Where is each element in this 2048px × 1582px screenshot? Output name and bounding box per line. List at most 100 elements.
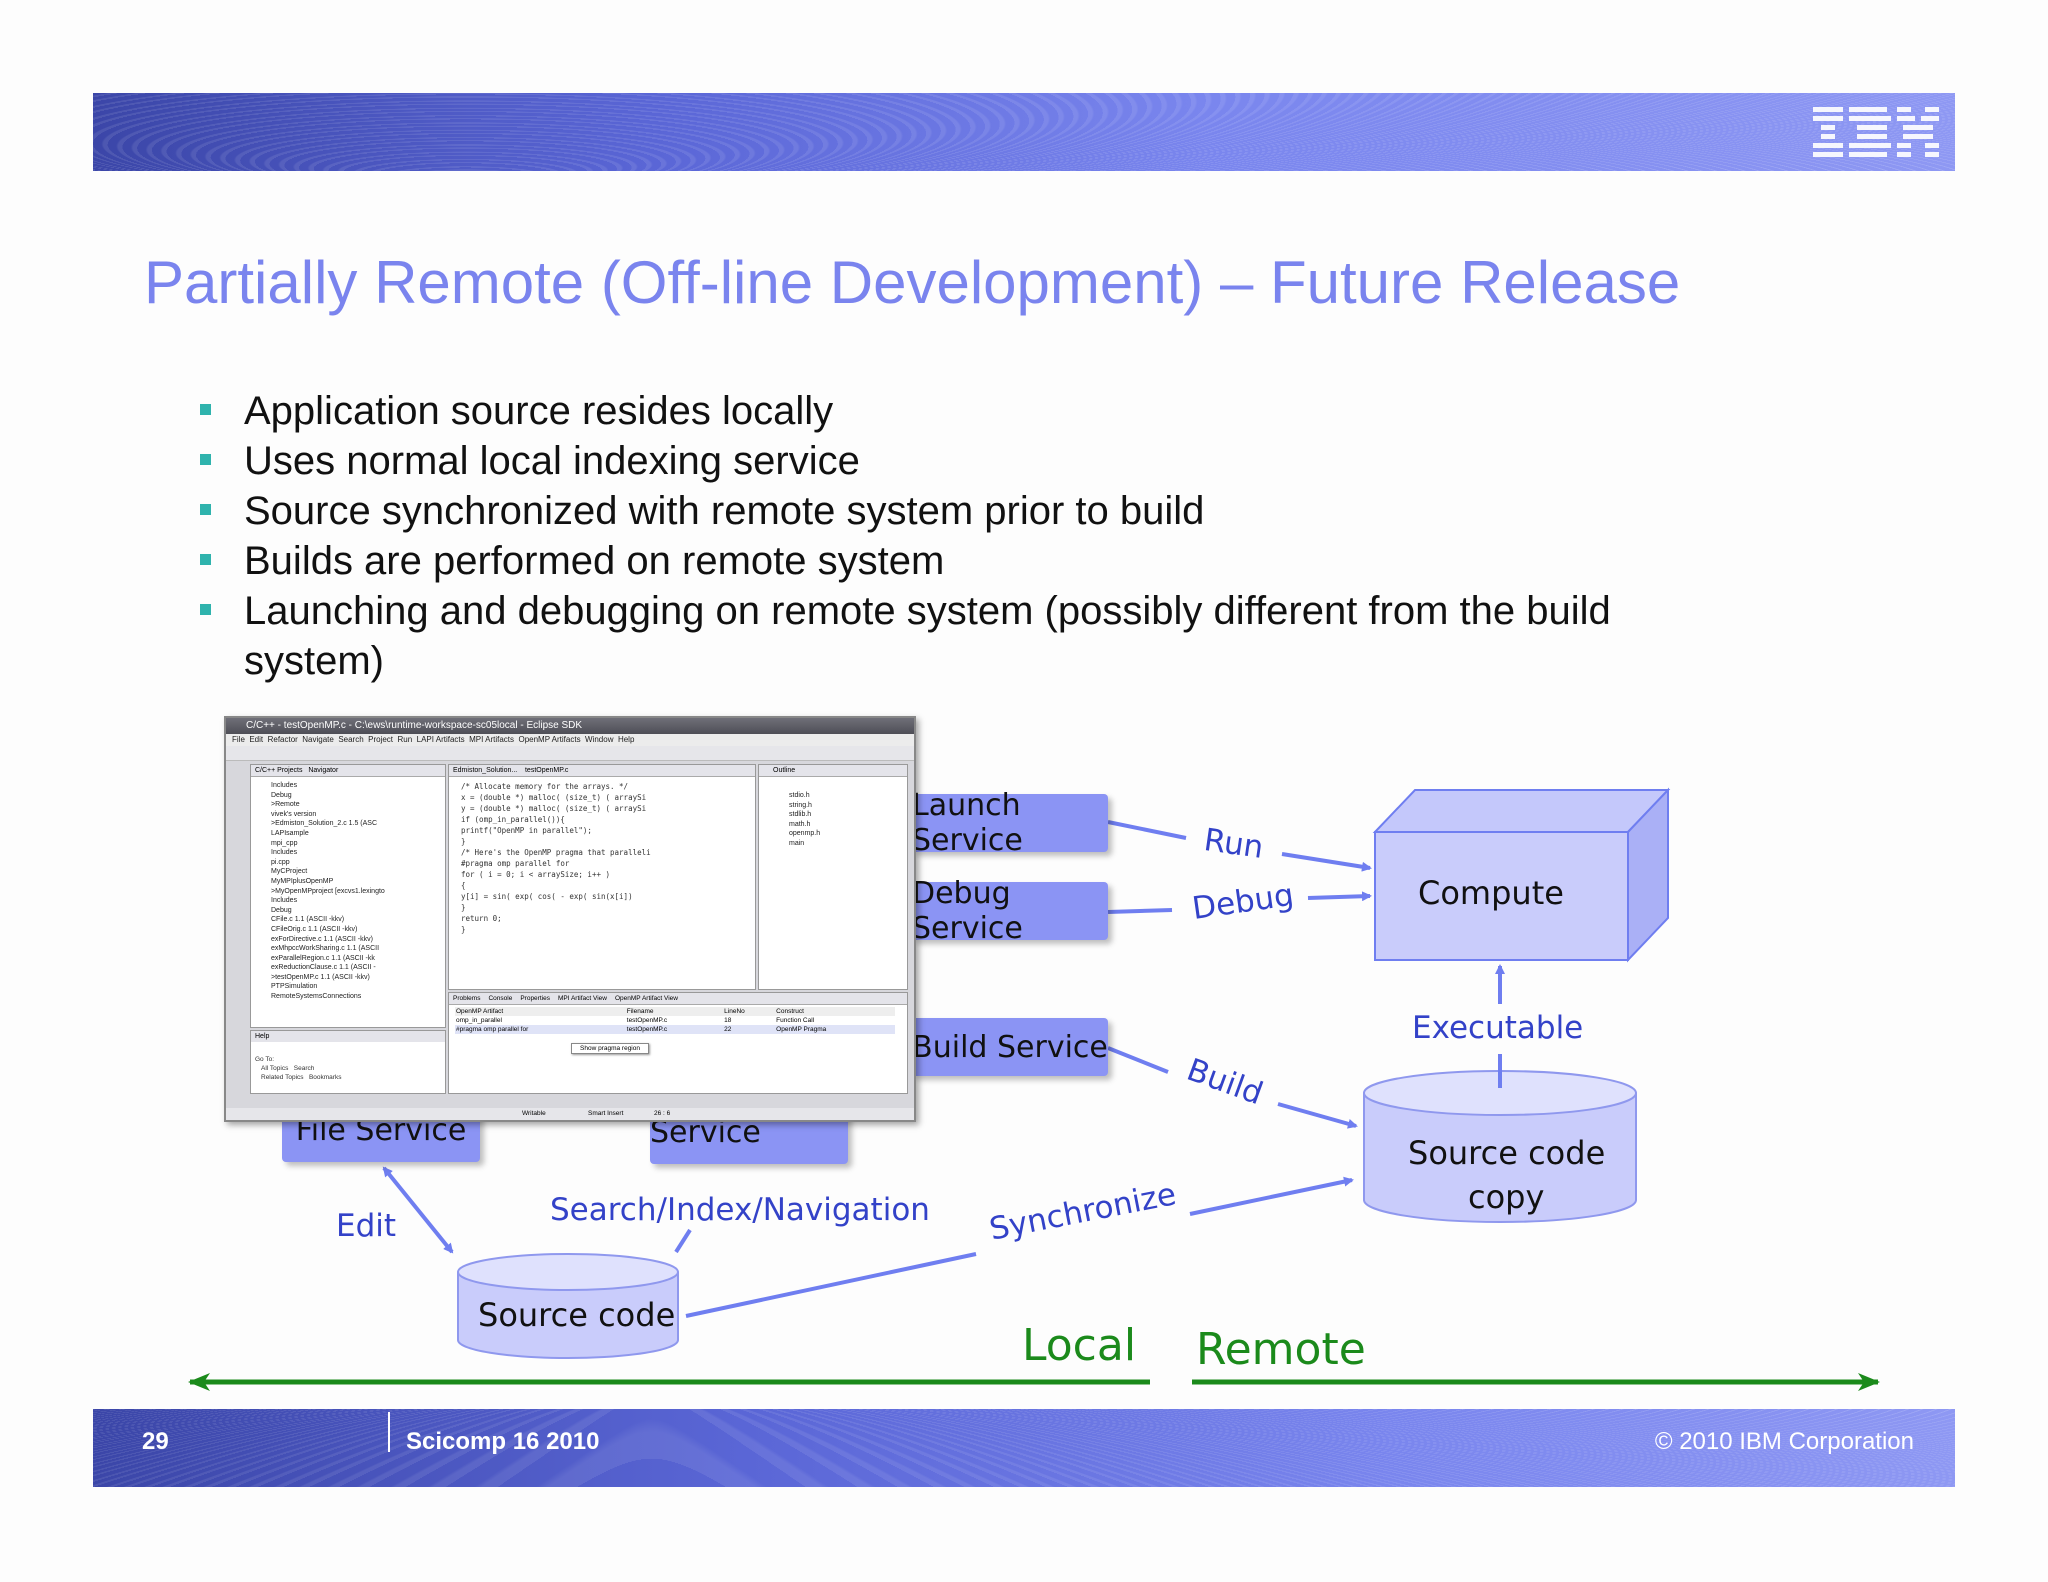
code-line: if (omp_in_parallel()){ <box>461 815 565 824</box>
search-index-navigation-label: Search/Index/Navigation <box>550 1192 930 1228</box>
source-copy-cylinder <box>1363 1070 1637 1223</box>
arrow-debug-b <box>1307 891 1372 902</box>
remote-label: Remote <box>1196 1324 1366 1375</box>
help-title: Help <box>251 1031 445 1042</box>
bottom-tabs: Problems Console Properties MPI Artifact Vi… <box>449 993 907 1005</box>
bullet-item: Uses normal local indexing service <box>200 436 1760 486</box>
arrow-search <box>674 1228 692 1254</box>
tree-item: CFile.c 1.1 (ASCII -kkv) <box>271 916 345 924</box>
tree-item: Debug <box>271 791 292 799</box>
menu-refactor[interactable]: Refactor <box>267 735 298 744</box>
tree-item: CFileOrig.c 1.1 (ASCII -kkv) <box>271 925 358 933</box>
launch-service-label: Launch Service <box>912 788 1023 858</box>
source-code-cylinder <box>457 1253 679 1359</box>
arrow-sync-b <box>1189 1176 1354 1216</box>
cell: omp_in_parallel <box>456 1017 502 1024</box>
cell: Function Call <box>776 1017 815 1024</box>
help-related-topics[interactable]: Related Topics <box>261 1074 304 1081</box>
tree-item: Includes <box>271 897 298 905</box>
code-line: } <box>461 903 466 912</box>
tree-item: pi.cpp <box>271 858 290 866</box>
arrow-run-a <box>1107 820 1187 840</box>
bottom-tab[interactable]: OpenMP Artifact View <box>614 995 678 1002</box>
source-copy-label-line1: Source code <box>1408 1134 1606 1172</box>
tree-item: exReductionClause.c 1.1 (ASCII - <box>271 964 376 972</box>
menu-lapi[interactable]: LAPI Artifacts <box>416 735 465 744</box>
menu-file[interactable]: File <box>232 735 245 744</box>
arrow-build-b <box>1277 1102 1358 1129</box>
col-artifact[interactable]: OpenMP Artifact <box>456 1008 504 1015</box>
help-search[interactable]: Search <box>293 1065 315 1072</box>
outline-tab[interactable]: Outline <box>759 765 907 777</box>
col-filename[interactable]: Filename <box>626 1008 654 1015</box>
editor-tab-solution[interactable]: Edmiston_Solution... <box>453 767 518 774</box>
tree-item: >Edmiston_Solution_2.c 1.5 (ASC <box>271 820 378 828</box>
bottom-tab[interactable]: Properties <box>520 995 550 1002</box>
table-row[interactable]: omp_in_parallel testOpenMP.c 18 Function… <box>455 1016 895 1025</box>
outline-item: stdlib.h <box>789 811 812 819</box>
bottom-tab[interactable]: Console <box>488 995 513 1002</box>
tree-item: LAPIsample <box>271 829 309 837</box>
bullet-item: Source synchronized with remote system p… <box>200 486 1760 536</box>
edit-label: Edit <box>336 1208 397 1244</box>
context-menu-show-pragma[interactable]: Show pragma region <box>571 1043 649 1054</box>
col-lineno[interactable]: LineNo <box>724 1008 745 1015</box>
event-name: Scicomp 16 2010 <box>406 1428 600 1455</box>
menu-run[interactable]: Run <box>397 735 413 744</box>
build-service-box: Build Service <box>912 1018 1108 1076</box>
menu-search[interactable]: Search <box>338 735 364 744</box>
code-line: y[i] = sin( exp( cos( - exp( sin(x[i]) <box>461 892 633 901</box>
menu-help[interactable]: Help <box>617 735 635 744</box>
bottom-tab[interactable]: MPI Artifact View <box>557 995 607 1002</box>
tab-cpp-projects[interactable]: C/C++ Projects <box>255 767 303 774</box>
editor-tab-testopenmp[interactable]: testOpenMP.c <box>524 767 569 774</box>
menu-edit[interactable]: Edit <box>249 735 264 744</box>
help-all-topics[interactable]: All Topics <box>261 1065 289 1072</box>
footer-separator <box>388 1412 390 1452</box>
tree-item: MyCProject <box>271 868 308 876</box>
code-line: /* Allocate memory for the arrays. */ <box>461 782 629 791</box>
tree-item: >MyOpenMPproject [excvs1.lexingto <box>271 887 385 895</box>
menu-mpi[interactable]: MPI Artifacts <box>469 735 515 744</box>
context-menu-item[interactable]: Show pragma region <box>580 1045 640 1052</box>
outline-item: openmp.h <box>789 830 821 838</box>
tree-item: Debug <box>271 906 292 914</box>
menu-project[interactable]: Project <box>368 735 394 744</box>
cell: #pragma omp parallel for <box>456 1026 529 1033</box>
tree-item: mpi_cpp <box>271 839 298 847</box>
menu-navigate[interactable]: Navigate <box>302 735 334 744</box>
menu-window[interactable]: Window <box>585 735 614 744</box>
tree-item: exMhpccWorkSharing.c 1.1 (ASCII <box>271 945 380 953</box>
tab-navigator[interactable]: Navigator <box>308 767 339 774</box>
tree-item: Includes <box>271 782 298 789</box>
ibm-logo <box>1813 107 1939 157</box>
code-line: } <box>461 837 466 846</box>
bullet-item: Application source resides locally <box>200 386 1760 436</box>
bottom-tab[interactable]: Problems <box>453 995 481 1002</box>
footer-bar <box>93 1409 1955 1487</box>
eclipse-toolbar <box>226 746 914 761</box>
status-bar: Writable Smart Insert 26 : 6 <box>226 1108 914 1120</box>
help-pane: Help Go To: All Topics Search Related To… <box>250 1030 446 1094</box>
tree-item: RemoteSystemsConnections <box>271 993 362 1001</box>
arrow-sync-a <box>685 1252 977 1318</box>
source-code-label: Source code <box>478 1296 676 1334</box>
tree-item: exForDirective.c 1.1 (ASCII -kkv) <box>271 935 373 943</box>
col-construct[interactable]: Construct <box>776 1008 804 1015</box>
arrow-build-a <box>1107 1046 1169 1074</box>
source-copy-label-line2: copy <box>1468 1178 1545 1216</box>
status-position: 26 : 6 <box>654 1110 671 1117</box>
help-bookmarks[interactable]: Bookmarks <box>308 1074 342 1081</box>
code-line: for ( i = 0; i < arraySize; i++ ) <box>461 870 611 879</box>
menu-openmp[interactable]: OpenMP Artifacts <box>518 735 581 744</box>
bullet-list: Application source resides locally Uses … <box>200 386 1760 686</box>
table-row[interactable]: #pragma omp parallel for testOpenMP.c 22… <box>455 1025 895 1034</box>
code-body: /* Allocate memory for the arrays. */x =… <box>449 777 755 935</box>
outline-item: main <box>789 839 805 847</box>
arrow-edit <box>382 1166 454 1254</box>
status-writable: Writable <box>522 1110 546 1117</box>
